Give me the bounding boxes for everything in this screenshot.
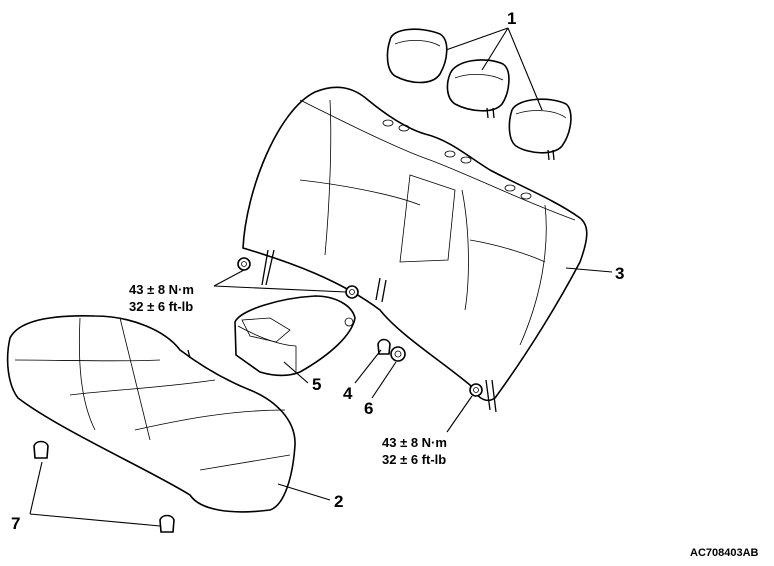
callout-3: 3: [615, 264, 624, 283]
clip-left: [33, 440, 49, 459]
callout-2: 2: [334, 492, 343, 511]
callout-6: 6: [364, 399, 373, 418]
headrest-right: [508, 98, 572, 161]
leader-lines: [29, 27, 613, 527]
callout-5: 5: [312, 375, 321, 394]
seatback: [242, 86, 588, 413]
clip-right: [159, 514, 175, 533]
callout-4: 4: [343, 384, 353, 403]
torque-upper-metric: 43 ± 8 N·m: [129, 282, 194, 297]
torque-upper-imperial: 32 ± 6 ft-lb: [129, 299, 193, 314]
torque-lower-metric: 43 ± 8 N·m: [382, 435, 447, 450]
document-id: AC708403AB: [690, 547, 759, 559]
bolt-upper-left: [237, 257, 251, 271]
torque-lower-imperial: 32 ± 6 ft-lb: [382, 452, 446, 467]
callout-1: 1: [507, 9, 516, 28]
headrest-center: [446, 59, 510, 119]
callout-7: 7: [11, 514, 20, 533]
bolt-lower: [469, 383, 483, 397]
cap-part-6: [390, 346, 406, 362]
bolt-upper-right: [345, 285, 359, 299]
armrest: [234, 295, 356, 377]
headrest-left: [386, 28, 448, 84]
seat-cushion: [6, 315, 296, 513]
